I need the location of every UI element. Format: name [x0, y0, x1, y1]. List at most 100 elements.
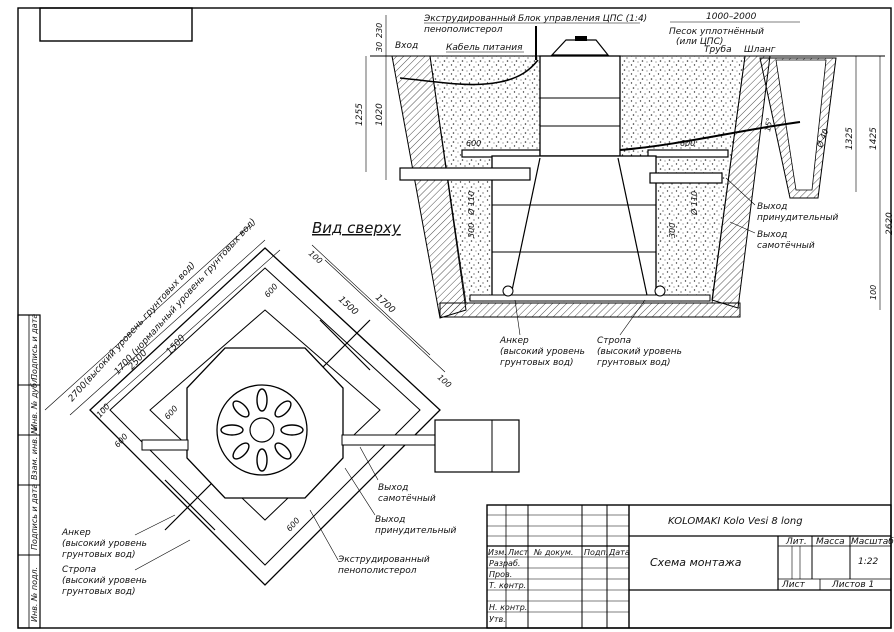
gravity-outlet-label: Выход — [757, 230, 787, 240]
xps-label: Экструдированный — [423, 14, 516, 24]
hdr-doc-no: № докум. — [533, 548, 573, 557]
cable-label: Кабель питания — [446, 43, 523, 53]
anchor-cross-top — [319, 319, 371, 371]
top-gravity-outlet-label-2: самотёчный — [378, 494, 436, 504]
top-anchor-label-3: грунтовых вод) — [62, 550, 136, 560]
top-anchor-label: Анкер — [61, 528, 91, 538]
dim-100-c: 100 — [436, 373, 453, 390]
dim-230: 230 — [375, 23, 384, 38]
dim-1700: 1700 — [373, 293, 397, 316]
scale-value: 1:22 — [858, 557, 878, 567]
hdr-sheet: Лист — [507, 548, 529, 557]
hose-label: Шланг — [744, 45, 776, 55]
lid-inner — [249, 417, 275, 443]
xps-label-2: пенополистерол — [424, 25, 503, 35]
anchor-plate — [469, 294, 711, 302]
xps-outline — [149, 309, 381, 521]
power-cable — [399, 59, 539, 86]
top-gravity-outlet-label: Выход — [378, 483, 408, 493]
top-forced-outlet-label-2: принудительный — [375, 526, 457, 536]
hdr-change: Изм. — [488, 548, 507, 557]
stamp-vzam-inv: Взам. инв. № — [30, 426, 39, 480]
top-anchor-label-2: (высокий уровень — [62, 539, 147, 549]
dim-dia110-right: Ø 110 — [689, 191, 699, 216]
dim-1325: 1325 — [845, 127, 855, 150]
dim-100-a: 100 — [95, 402, 112, 419]
top-forced-outlet-label: Выход — [375, 515, 405, 525]
role-t-control: Т. контр. — [489, 581, 526, 590]
document-code: KOLOMAKI Kolo Vesi 8 long — [668, 516, 803, 527]
dim-dia110-left: Ø 110 — [466, 191, 476, 216]
hdr-date: Дата — [608, 548, 630, 557]
dim-slope: 15° — [763, 117, 774, 133]
sheets-label: Листов 1 — [831, 580, 874, 590]
pit-outline-outer — [89, 247, 441, 586]
top-strap-label: Стропа — [62, 565, 96, 575]
inlet-pipe — [399, 167, 531, 181]
hdr-lit: Лит. — [785, 537, 807, 547]
strap-label: Стропа — [597, 336, 631, 346]
strap-left — [509, 157, 541, 301]
pit-bottom — [439, 302, 741, 318]
top-view-title: Вид сверху — [312, 219, 402, 237]
hdr-sign: Подп. — [584, 548, 608, 557]
title-block: KOLOMAKI Kolo Vesi 8 long Схема монтажа … — [486, 504, 894, 629]
stamp-sign-date-1: Подпись и дата — [30, 314, 39, 380]
dim-1425: 1425 — [869, 127, 879, 150]
forced-outlet-label-2: принудительный — [757, 213, 839, 223]
outlet-pipe — [649, 172, 723, 184]
anchor-cross-bottom — [164, 479, 216, 531]
sand-label-2: (или ЦПС) — [676, 37, 723, 47]
role-developer: Разраб. — [489, 559, 520, 568]
top-strap-label-2: (высокий уровень — [62, 576, 147, 586]
dim-100-section: 100 — [869, 285, 878, 300]
dim-1255: 1255 — [355, 103, 365, 126]
trench-inner — [775, 59, 827, 191]
hdr-mass: Масса — [816, 537, 845, 547]
dim-1020: 1020 — [375, 103, 385, 126]
dim-300-left: 300 — [467, 223, 476, 238]
dim-2620: 2620 — [885, 212, 894, 235]
sheet-label: Лист — [781, 580, 806, 590]
xps-board-right — [647, 149, 729, 158]
hose — [619, 121, 801, 151]
role-n-control: Н. контр. — [489, 603, 527, 612]
role-checker: Пров. — [489, 570, 512, 579]
dim-600-b: 600 — [263, 282, 280, 299]
dim-1000-2000: 1000–2000 — [706, 12, 757, 22]
drawing-title: Схема монтажа — [650, 556, 742, 569]
inlet-label: Вход — [395, 41, 418, 51]
section-view: Экструдированный пенополистерол Блок упр… — [355, 12, 894, 368]
stamp-inv-dubl: Инв. № дубл. — [30, 375, 39, 430]
dim-1500-a: 1500 — [165, 333, 188, 357]
dim-1500-b: 1500 — [336, 295, 360, 318]
strap-right — [617, 157, 649, 301]
pipe-label: Труба — [704, 45, 732, 55]
dim-300-right: 300 — [668, 223, 677, 238]
station-neck — [539, 55, 621, 157]
dim-600-a: 600 — [163, 404, 180, 421]
top-strap-label-3: грунтовых вод) — [62, 587, 136, 597]
side-stamp: Подпись и дата Инв. № дубл. Взам. инв. №… — [17, 314, 41, 629]
dim-100-b: 100 — [307, 249, 324, 266]
forced-outlet-label: Выход — [757, 202, 787, 212]
strap-label-2: (высокий уровень — [597, 347, 682, 357]
role-approved: Утв. — [489, 615, 506, 624]
pit-outline-inner — [109, 267, 421, 566]
anchor-label-2: (высокий уровень — [500, 347, 585, 357]
dim-high-water: 2700(высокий уровень грунтовых вод) — [67, 260, 198, 404]
dim-600-right: 600 — [680, 139, 695, 148]
stamp-sign-date-2: Подпись и дата — [30, 484, 39, 550]
hdr-scale: Масштаб — [851, 537, 894, 547]
top-xps-label: Экструдированный — [337, 555, 430, 565]
strap-label-3: грунтовых вод) — [597, 358, 671, 368]
anchor-label-3: грунтовых вод) — [500, 358, 574, 368]
top-xps-label-2: пенополистерол — [338, 566, 417, 576]
lid — [550, 39, 610, 56]
dim-600-left: 600 — [466, 139, 481, 148]
gravity-outlet-label-2: самотёчный — [757, 241, 815, 251]
sand-label: Песок уплотнённый — [669, 27, 764, 37]
outlet-well — [434, 419, 520, 473]
lid-vents — [220, 388, 304, 472]
control-block-label: Блок управления ЦПС (1:4) — [518, 14, 647, 24]
